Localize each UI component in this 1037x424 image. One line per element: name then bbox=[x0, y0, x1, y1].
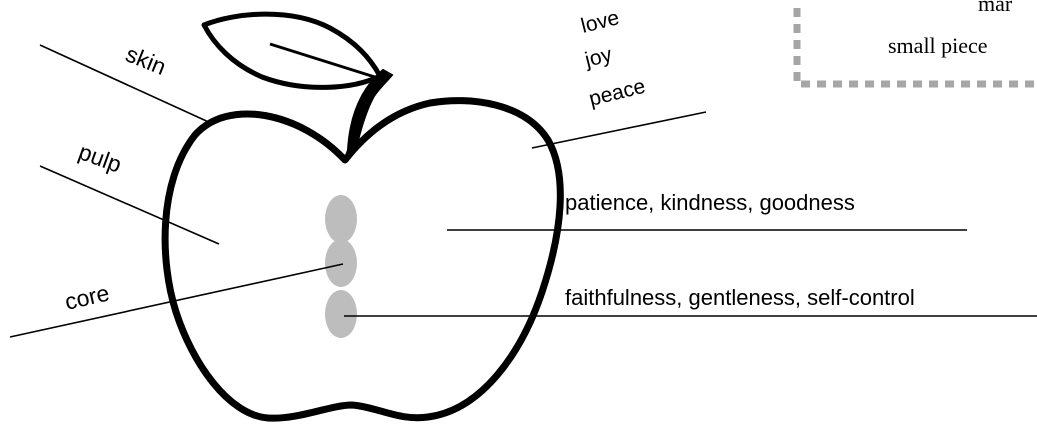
seed-middle bbox=[325, 239, 357, 287]
fruits-middle-label: patience, kindness, goodness bbox=[565, 190, 855, 215]
note-box: mar small piece bbox=[797, 0, 1037, 84]
core-label: core bbox=[62, 279, 111, 314]
fruit-joy-label: joy bbox=[582, 43, 615, 72]
seed-bottom bbox=[325, 290, 357, 338]
apple-body bbox=[165, 101, 560, 419]
fruit-love-label: love bbox=[579, 6, 622, 38]
fruit-peace-label: peace bbox=[587, 75, 648, 111]
note-box-text-line1: mar bbox=[978, 0, 1013, 16]
fruits-bottom-label: faithfulness, gentleness, self-control bbox=[565, 285, 915, 310]
note-box-text-line2: small piece bbox=[888, 33, 988, 58]
skin-label: skin bbox=[122, 41, 170, 80]
pulp-label: pulp bbox=[75, 138, 125, 177]
love-joy-peace-pointer-line bbox=[532, 112, 706, 148]
seed-top bbox=[325, 195, 357, 243]
